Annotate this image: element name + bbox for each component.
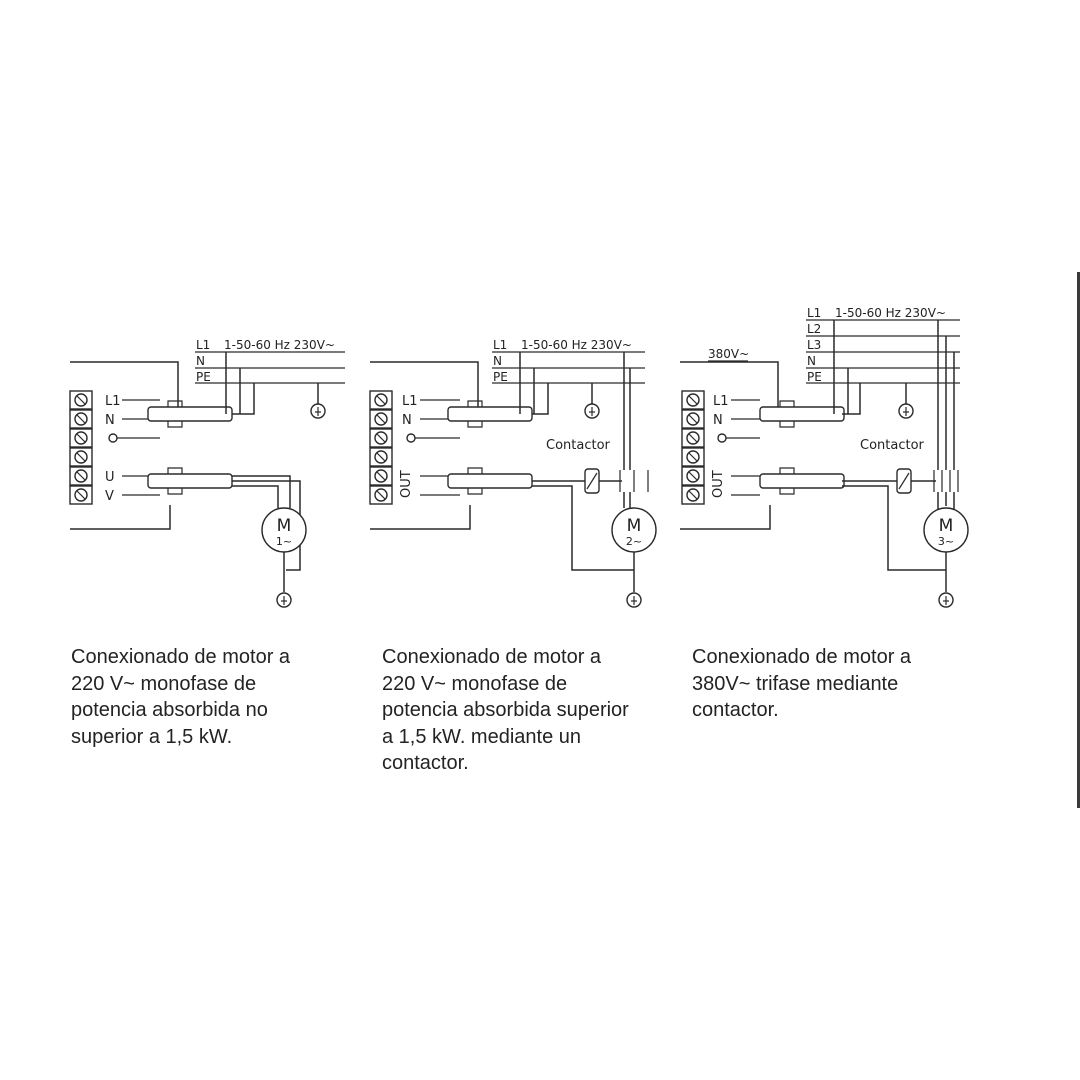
edge-divider (1077, 272, 1080, 808)
cable-gland-icon (147, 400, 233, 428)
motor-sublabel: 2~ (626, 535, 642, 548)
diagram-3: 380V~ L1 N OUT L1 1-50-60 Hz 230V~ L2 L3… (680, 306, 969, 608)
terminal-label: N (105, 413, 115, 428)
terminal-block (369, 361, 479, 530)
motor-sublabel: 1~ (276, 535, 292, 548)
cable-gland-icon (447, 467, 533, 495)
terminal-label: V (105, 489, 114, 504)
supply-label: L3 (807, 338, 821, 352)
caption-line: superior a 1,5 kW. (71, 725, 233, 748)
diagram-1: L1 N U V L1 1-50-60 Hz 230V~ N PE M 1~ (69, 338, 345, 608)
caption-line: Conexionado de motor a (71, 646, 291, 668)
wiring-diagrams: L1 N U V L1 1-50-60 Hz 230V~ N PE M 1~ (69, 306, 969, 608)
earth-icon (310, 403, 326, 419)
earth-terminal-icon (406, 433, 416, 443)
terminal-label: OUT (711, 470, 726, 498)
terminal-label: OUT (399, 470, 414, 498)
motor-label: M (277, 516, 292, 536)
supply-label: PE (493, 370, 508, 384)
supply-label: PE (196, 370, 211, 384)
contactor-label: Contactor (546, 438, 611, 453)
earth-icon (584, 403, 600, 419)
earth-icon (276, 592, 292, 608)
supply-label: N (196, 354, 205, 368)
terminal-label: N (713, 413, 723, 428)
cable-gland-icon (147, 467, 233, 495)
terminal-block (680, 361, 779, 530)
supply-label: N (807, 354, 816, 368)
caption-line: potencia absorbida superior (382, 699, 629, 721)
terminal-label: U (105, 470, 115, 485)
supply-label: L1 (807, 306, 821, 320)
caption-line: contactor. (692, 699, 779, 721)
motor-label: M (627, 516, 642, 536)
supply-label: L1 (493, 338, 507, 352)
supply-label: 1-50-60 Hz 230V~ (521, 338, 632, 352)
caption-line: Conexionado de motor a (382, 646, 602, 668)
earth-icon (626, 592, 642, 608)
supply-label: L2 (807, 322, 821, 336)
contactor-contacts-icon (933, 470, 959, 492)
caption-line: 220 V~ monofase de (71, 672, 257, 695)
cable-gland-icon (759, 400, 845, 428)
caption-line: 220 V~ monofase de (382, 672, 568, 695)
supply-label: PE (807, 370, 822, 384)
supply-label: 1-50-60 Hz 230V~ (224, 338, 335, 352)
terminal-label: L1 (713, 394, 729, 409)
terminal-label: L1 (402, 394, 418, 409)
supply-label: 1-50-60 Hz 230V~ (835, 306, 946, 320)
voltage-label: 380V~ (708, 347, 749, 361)
earth-terminal-icon (717, 433, 727, 443)
earth-icon (898, 403, 914, 419)
caption-line: potencia absorbida no (71, 699, 268, 721)
diagram-2: L1 N OUT L1 1-50-60 Hz 230V~ N PE Contac… (369, 338, 657, 608)
caption-line: a 1,5 kW. mediante un (382, 725, 582, 748)
motor-sublabel: 3~ (938, 535, 954, 548)
motor-label: M (939, 516, 954, 536)
caption-line: 380V~ trifase mediante (692, 672, 899, 695)
supply-label: N (493, 354, 502, 368)
terminal-label: N (402, 413, 412, 428)
contactor-label: Contactor (860, 438, 925, 453)
supply-label: L1 (196, 338, 210, 352)
caption-diagram-1: Conexionado de motor a 220 V~ monofase d… (71, 644, 376, 750)
earth-icon (938, 592, 954, 608)
caption-diagram-3: Conexionado de motor a 380V~ trifase med… (692, 644, 997, 724)
terminal-block (69, 361, 179, 530)
caption-diagram-2: Conexionado de motor a 220 V~ monofase d… (382, 644, 687, 777)
caption-line: contactor. (382, 752, 469, 774)
caption-line: Conexionado de motor a (692, 646, 912, 668)
earth-terminal-icon (108, 433, 118, 443)
terminal-label: L1 (105, 394, 121, 409)
cable-gland-icon (759, 467, 845, 495)
contactor-contacts-icon (619, 470, 649, 492)
